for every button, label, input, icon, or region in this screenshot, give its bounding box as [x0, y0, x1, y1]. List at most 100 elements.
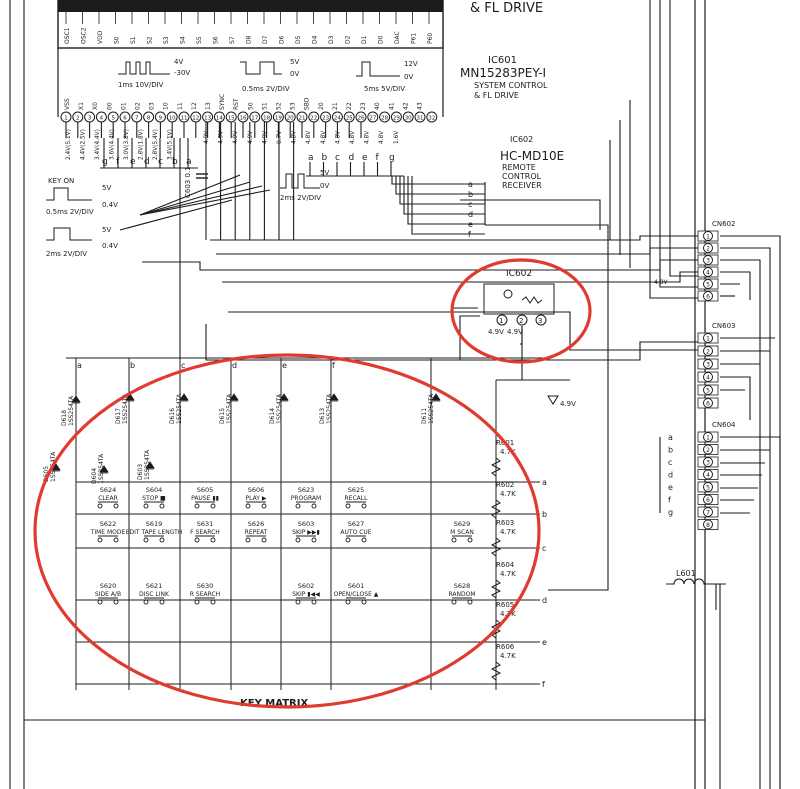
ic602-desc3: RECEIVER: [502, 181, 542, 190]
ic601-bottom-pin-label: 50: [247, 102, 254, 110]
resistor-ref: R603: [496, 519, 514, 527]
ic601-pin-number: 16: [240, 116, 247, 122]
ic601-bottom-pin-label: X0: [92, 102, 99, 110]
pin-voltage-label: 4.8V: [321, 131, 327, 144]
waveform-5-title: KEY ON: [48, 177, 74, 185]
wire: [720, 247, 771, 789]
switch-contact: [97, 503, 103, 509]
switch-contact: [261, 537, 267, 543]
ic601-bottom-pin-label: VSS: [64, 98, 71, 110]
ic601-pin-number: 18: [263, 116, 270, 122]
ic601-pin-number: 15: [228, 116, 235, 122]
switch-name: SIDE A/B: [95, 591, 121, 598]
wire: [210, 235, 700, 241]
ic601-top-pin-label: S2: [147, 36, 154, 44]
pin-voltage-label: 4.8V: [350, 131, 356, 144]
diode-ref: D616: [169, 408, 176, 424]
ic601-pin-number: 29: [393, 116, 400, 122]
ic601-top-pin-label: D3: [328, 35, 335, 44]
ic601-pin-circle: [95, 111, 107, 123]
ic601-top-pin-label: D1: [361, 35, 368, 44]
ic602-desc1: REMOTE: [502, 163, 536, 172]
switch-contact: [295, 599, 301, 605]
matrix-column-letter: b: [130, 361, 135, 370]
diode-part: 1SS254TA: [176, 393, 183, 424]
ic601-top-pin-label: S3: [163, 36, 170, 44]
ic601-pin-circle: [308, 111, 320, 123]
ic601-top-pin-label: S5: [196, 36, 203, 44]
waveform-2-high: 5V: [290, 58, 299, 66]
waveform-5-caption: 0.5ms 2V/DIV: [46, 208, 94, 216]
ic602-desc2: CONTROL: [502, 172, 542, 181]
ic601-top-pin-strip: [58, 0, 443, 12]
ic601-pin-circle: [225, 111, 237, 123]
wire: [228, 311, 700, 351]
cn603-pin-number: 3: [706, 362, 710, 369]
switch-contact: [345, 599, 351, 605]
ic601-bottom-pin-label: 02: [135, 102, 142, 110]
cn604-pin-letter: d: [668, 471, 673, 480]
ic601-bottom-pin-label: 42: [402, 102, 409, 110]
switch-name: EDIT TAPE LENGTH: [126, 529, 183, 536]
ic601-pin-circle: [284, 111, 296, 123]
wire: [395, 176, 485, 195]
ic602-pin1: 1: [499, 317, 503, 325]
cn603-pin-circle: [703, 359, 713, 369]
waveform-6-caption: 2ms 2V/DIV: [46, 250, 87, 258]
pin-voltage-label: 4.9V: [204, 131, 210, 144]
wire: [139, 181, 251, 216]
switch-ref: S621: [146, 582, 163, 590]
ic601-pin-number: 11: [181, 116, 188, 122]
switch-contact: [113, 537, 119, 543]
resistor-value: 4.7K: [500, 652, 516, 660]
pin-letter-label: b: [172, 157, 178, 167]
ic601-bottom-pin-label: 01: [120, 102, 127, 110]
cn602-pin-number: 1: [706, 234, 710, 241]
ic601-pin-number: 20: [287, 116, 294, 122]
switch-contact: [159, 599, 165, 605]
switch-ref: S628: [454, 582, 471, 590]
diode-part: 1SS254TA: [68, 395, 75, 426]
ic602-bus-letter: d: [468, 210, 473, 219]
wire: [669, 0, 700, 277]
switch-ref: S620: [100, 582, 117, 590]
pin-voltage-label: 4.9V: [248, 131, 254, 144]
ic601-top-pin-label: S0: [114, 36, 121, 44]
wire: [520, 326, 523, 345]
ic601-pin-number: 28: [381, 116, 388, 122]
ic601-pin-number: 14: [216, 116, 223, 122]
ic601-pin-circle: [296, 111, 308, 123]
ic601-desc2: & FL DRIVE: [474, 91, 519, 100]
pin-letter-label: e: [130, 157, 136, 167]
cn604-pin-circle: [703, 444, 713, 455]
ic601-pin-circle: [202, 111, 214, 123]
resistor-icon: [490, 457, 502, 477]
switch-name: SKIP ▶▶▮: [292, 529, 320, 536]
wire: [139, 185, 263, 216]
pin-letter-label: b: [322, 153, 328, 163]
diode-ref: D613: [319, 408, 326, 424]
cn602-pin-number: 4: [706, 270, 710, 277]
ic601-pin-number: 8: [147, 116, 151, 122]
ic601-bottom-pin-label: 53: [290, 102, 297, 110]
wire: [485, 224, 609, 591]
ic601-top-pin-label: P61: [411, 33, 418, 44]
pin-voltage-label: 4.8V: [379, 131, 385, 144]
pin-voltage-label: 4.9V: [219, 131, 225, 144]
waveform-1-low: -30V: [174, 69, 190, 77]
ic601-top-pin-label: DAC: [394, 31, 401, 44]
ic601-pin-number: 27: [369, 116, 376, 122]
cn604-pin-number: 3: [706, 460, 710, 467]
diode-icon: [71, 395, 81, 404]
diode-icon: [329, 393, 339, 402]
waveform-5-high: 5V: [102, 184, 111, 192]
ic601-pin-circle: [414, 111, 426, 123]
c603-label: C603 0.1: [184, 166, 192, 198]
switch-name: RECALL: [345, 495, 369, 502]
ic601-bottom-pin-label: 12: [191, 102, 198, 110]
